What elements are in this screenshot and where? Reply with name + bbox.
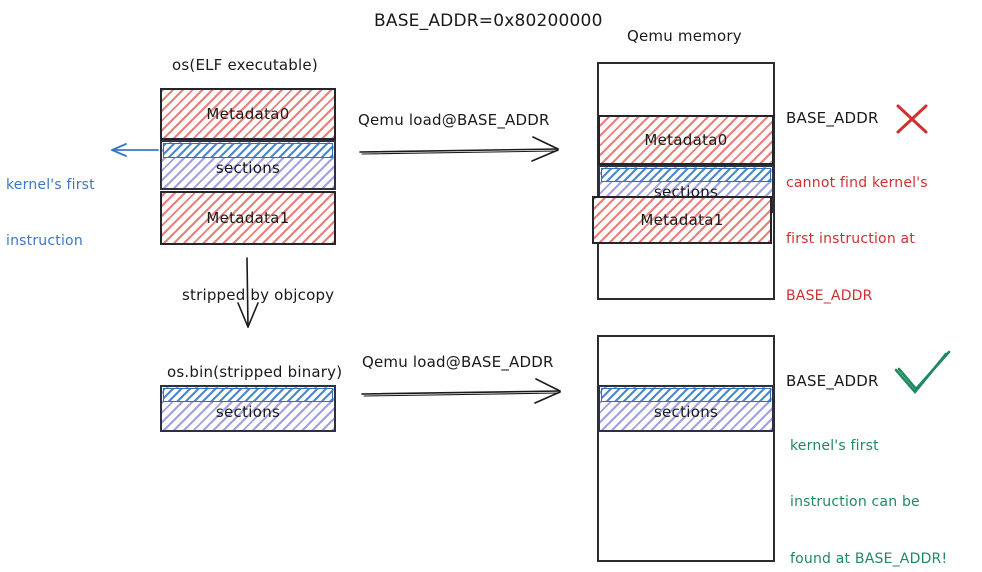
mem-metadata0-block: Metadata0 [598, 115, 774, 165]
arrow-right-icon [359, 136, 559, 162]
elf-metadata0-block: Metadata0 [160, 88, 336, 140]
mem-first-instruction-band [601, 168, 771, 182]
elf-metadata0-label: Metadata0 [206, 105, 290, 123]
mem-bin-first-instruction-band [601, 388, 771, 402]
elf-metadata1-label: Metadata1 [206, 209, 290, 227]
strip-step-label: stripped by objcopy [182, 286, 335, 304]
mem-bin-sections-label: sections [653, 402, 719, 421]
arrow-left-icon [111, 143, 159, 157]
bottom-result-annotation: kernel's first instruction can be found … [790, 399, 947, 572]
bottom-load-arrow-label: Qemu load@BASE_ADDR [362, 353, 554, 371]
cross-icon [896, 104, 928, 134]
kernel-first-instruction-annotation: kernel's first instruction [6, 138, 95, 289]
kernel-first-instruction-line1: kernel's first [6, 176, 95, 193]
elf-metadata1-block: Metadata1 [160, 191, 336, 245]
check-icon [894, 350, 951, 395]
mem-metadata0-label: Metadata0 [644, 131, 728, 149]
bottom-result-line3: found at BASE_ADDR! [790, 551, 948, 568]
top-result-line3: BASE_ADDR [786, 288, 873, 305]
top-base-addr-label: BASE_ADDR [786, 109, 879, 127]
qemu-memory-caption: Qemu memory [627, 27, 742, 45]
mem-metadata1-block: Metadata1 [592, 196, 772, 244]
elf-sections-label: sections [215, 159, 281, 177]
elf-source-caption: os(ELF executable) [172, 56, 318, 74]
bottom-result-line1: kernel's first [790, 437, 879, 454]
arrow-right-icon [361, 378, 561, 404]
top-result-line1: cannot find kernel's [786, 174, 928, 191]
qemu-memory-frame-bottom [597, 335, 775, 562]
kernel-first-instruction-line2: instruction [6, 233, 83, 250]
top-load-arrow-label: Qemu load@BASE_ADDR [358, 111, 550, 129]
bottom-base-addr-label: BASE_ADDR [786, 372, 879, 390]
mem-sections-label: sections [653, 183, 719, 201]
binary-source-caption: os.bin(stripped binary) [167, 363, 343, 381]
mem-metadata1-label: Metadata1 [640, 211, 724, 229]
bin-sections-label: sections [215, 402, 281, 421]
elf-first-instruction-band [163, 143, 333, 158]
top-result-line2: first instruction at [786, 231, 916, 248]
bin-first-instruction-band [163, 388, 333, 402]
base-addr-title: BASE_ADDR=0x80200000 [374, 11, 603, 31]
bottom-result-line2: instruction can be [790, 494, 920, 511]
top-result-annotation: cannot find kernel's first instruction a… [786, 136, 928, 344]
